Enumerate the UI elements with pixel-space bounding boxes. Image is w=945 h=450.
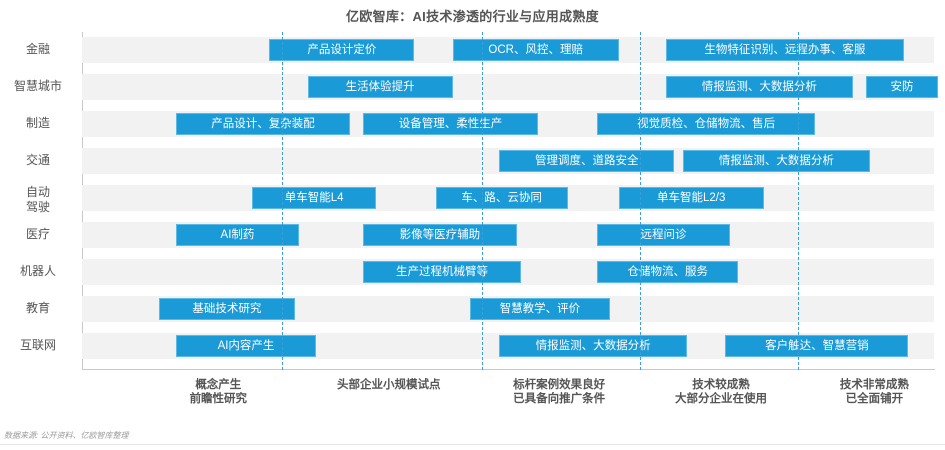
application-box[interactable]: 单车智能L2/3	[618, 187, 764, 209]
stage-divider	[282, 32, 284, 370]
stage-label: 头部企业小规模试点	[299, 378, 479, 392]
row-label-line1: 智慧城市	[13, 79, 62, 93]
stage-label-line2: 大部分企业在使用	[675, 393, 767, 405]
stage-label-line1: 技术较成熟	[692, 379, 750, 391]
row-label-机器人: 机器人	[0, 264, 76, 278]
stage-label: 技术非常成熟已全面铺开	[784, 378, 945, 406]
application-box[interactable]: OCR、风控、理赔	[452, 39, 619, 61]
row-label-line1: 互联网	[19, 338, 56, 352]
application-box[interactable]: 影像等医疗辅助	[363, 224, 517, 246]
application-box[interactable]: 产品设计定价	[269, 39, 415, 61]
application-box[interactable]: 安防	[865, 76, 939, 98]
stage-label-line1: 标杆案例效果良好	[513, 379, 606, 391]
application-box[interactable]: 生物特征识别、远程办事、客服	[665, 39, 905, 61]
application-box[interactable]: 仓储物流、服务	[597, 261, 739, 283]
footer-divider	[0, 444, 945, 445]
application-box[interactable]: 产品设计、复杂装配	[175, 113, 351, 135]
chart-title: 亿欧智库：AI技术渗透的行业与应用成熟度	[345, 9, 599, 24]
application-box[interactable]: 设备管理、柔性生产	[363, 113, 538, 135]
application-box[interactable]: 远程问诊	[597, 224, 730, 246]
stage-divider	[640, 32, 642, 370]
row-label-line1: 教育	[25, 301, 50, 315]
stage-divider	[482, 32, 484, 370]
row-label-line1: 交通	[25, 153, 50, 167]
application-box[interactable]: AI制药	[175, 224, 300, 246]
application-box[interactable]: 智慧教学、评价	[469, 298, 611, 320]
x-axis-line	[82, 369, 935, 370]
application-box[interactable]: 管理调度、道路安全	[499, 150, 675, 172]
application-box[interactable]: 情报监测、大数据分析	[665, 76, 854, 98]
row-label-line2: 驾驶	[25, 200, 50, 214]
row-label-line1: 制造	[25, 116, 50, 130]
stage-label-line2: 前瞻性研究	[189, 393, 248, 405]
application-box[interactable]: 单车智能L4	[252, 187, 376, 209]
row-label-智慧城市: 智慧城市	[0, 79, 76, 93]
row-label-金融: 金融	[0, 42, 76, 56]
application-box[interactable]: 车、路、云协同	[435, 187, 568, 209]
stage-divider	[797, 32, 799, 370]
row-label-医疗: 医疗	[0, 227, 76, 241]
row-label-自动驾驶: 自动驾驶	[0, 185, 76, 215]
application-box[interactable]: 基础技术研究	[158, 298, 295, 320]
row-label-交通: 交通	[0, 153, 76, 167]
stage-label-line1: 技术非常成熟	[839, 379, 909, 391]
row-label-line1: 金融	[25, 42, 50, 56]
row-label-制造: 制造	[0, 116, 76, 130]
stage-label-line2: 已具备向推广条件	[513, 393, 606, 405]
application-box[interactable]: 生活体验提升	[307, 76, 453, 98]
stage-label-line2: 已全面铺开	[845, 393, 904, 405]
row-label-教育: 教育	[0, 301, 76, 315]
row-label-line1: 医疗	[25, 227, 50, 241]
stage-label-line1: 概念产生	[195, 379, 242, 391]
row-label-line1: 机器人	[19, 264, 56, 278]
row-label-line1: 自动	[25, 185, 50, 199]
application-box[interactable]: 生产过程机械臂等	[363, 261, 521, 283]
application-box[interactable]: 客户触达、智慧营销	[725, 335, 909, 357]
application-box[interactable]: AI内容产生	[175, 335, 317, 357]
source-note: 数据来源: 公开资料、亿欧智库整理	[4, 431, 129, 440]
stage-label: 标杆案例效果良好已具备向推广条件	[469, 378, 649, 406]
stage-label: 技术较成熟大部分企业在使用	[631, 378, 811, 406]
row-label-互联网: 互联网	[0, 338, 76, 352]
stage-label: 概念产生前瞻性研究	[128, 378, 308, 406]
stage-label-line1: 头部企业小规模试点	[336, 379, 441, 391]
application-box[interactable]: 视觉质检、仓储物流、售后	[597, 113, 815, 135]
application-box[interactable]: 情报监测、大数据分析	[682, 150, 871, 172]
application-box[interactable]: 情报监测、大数据分析	[499, 335, 687, 357]
